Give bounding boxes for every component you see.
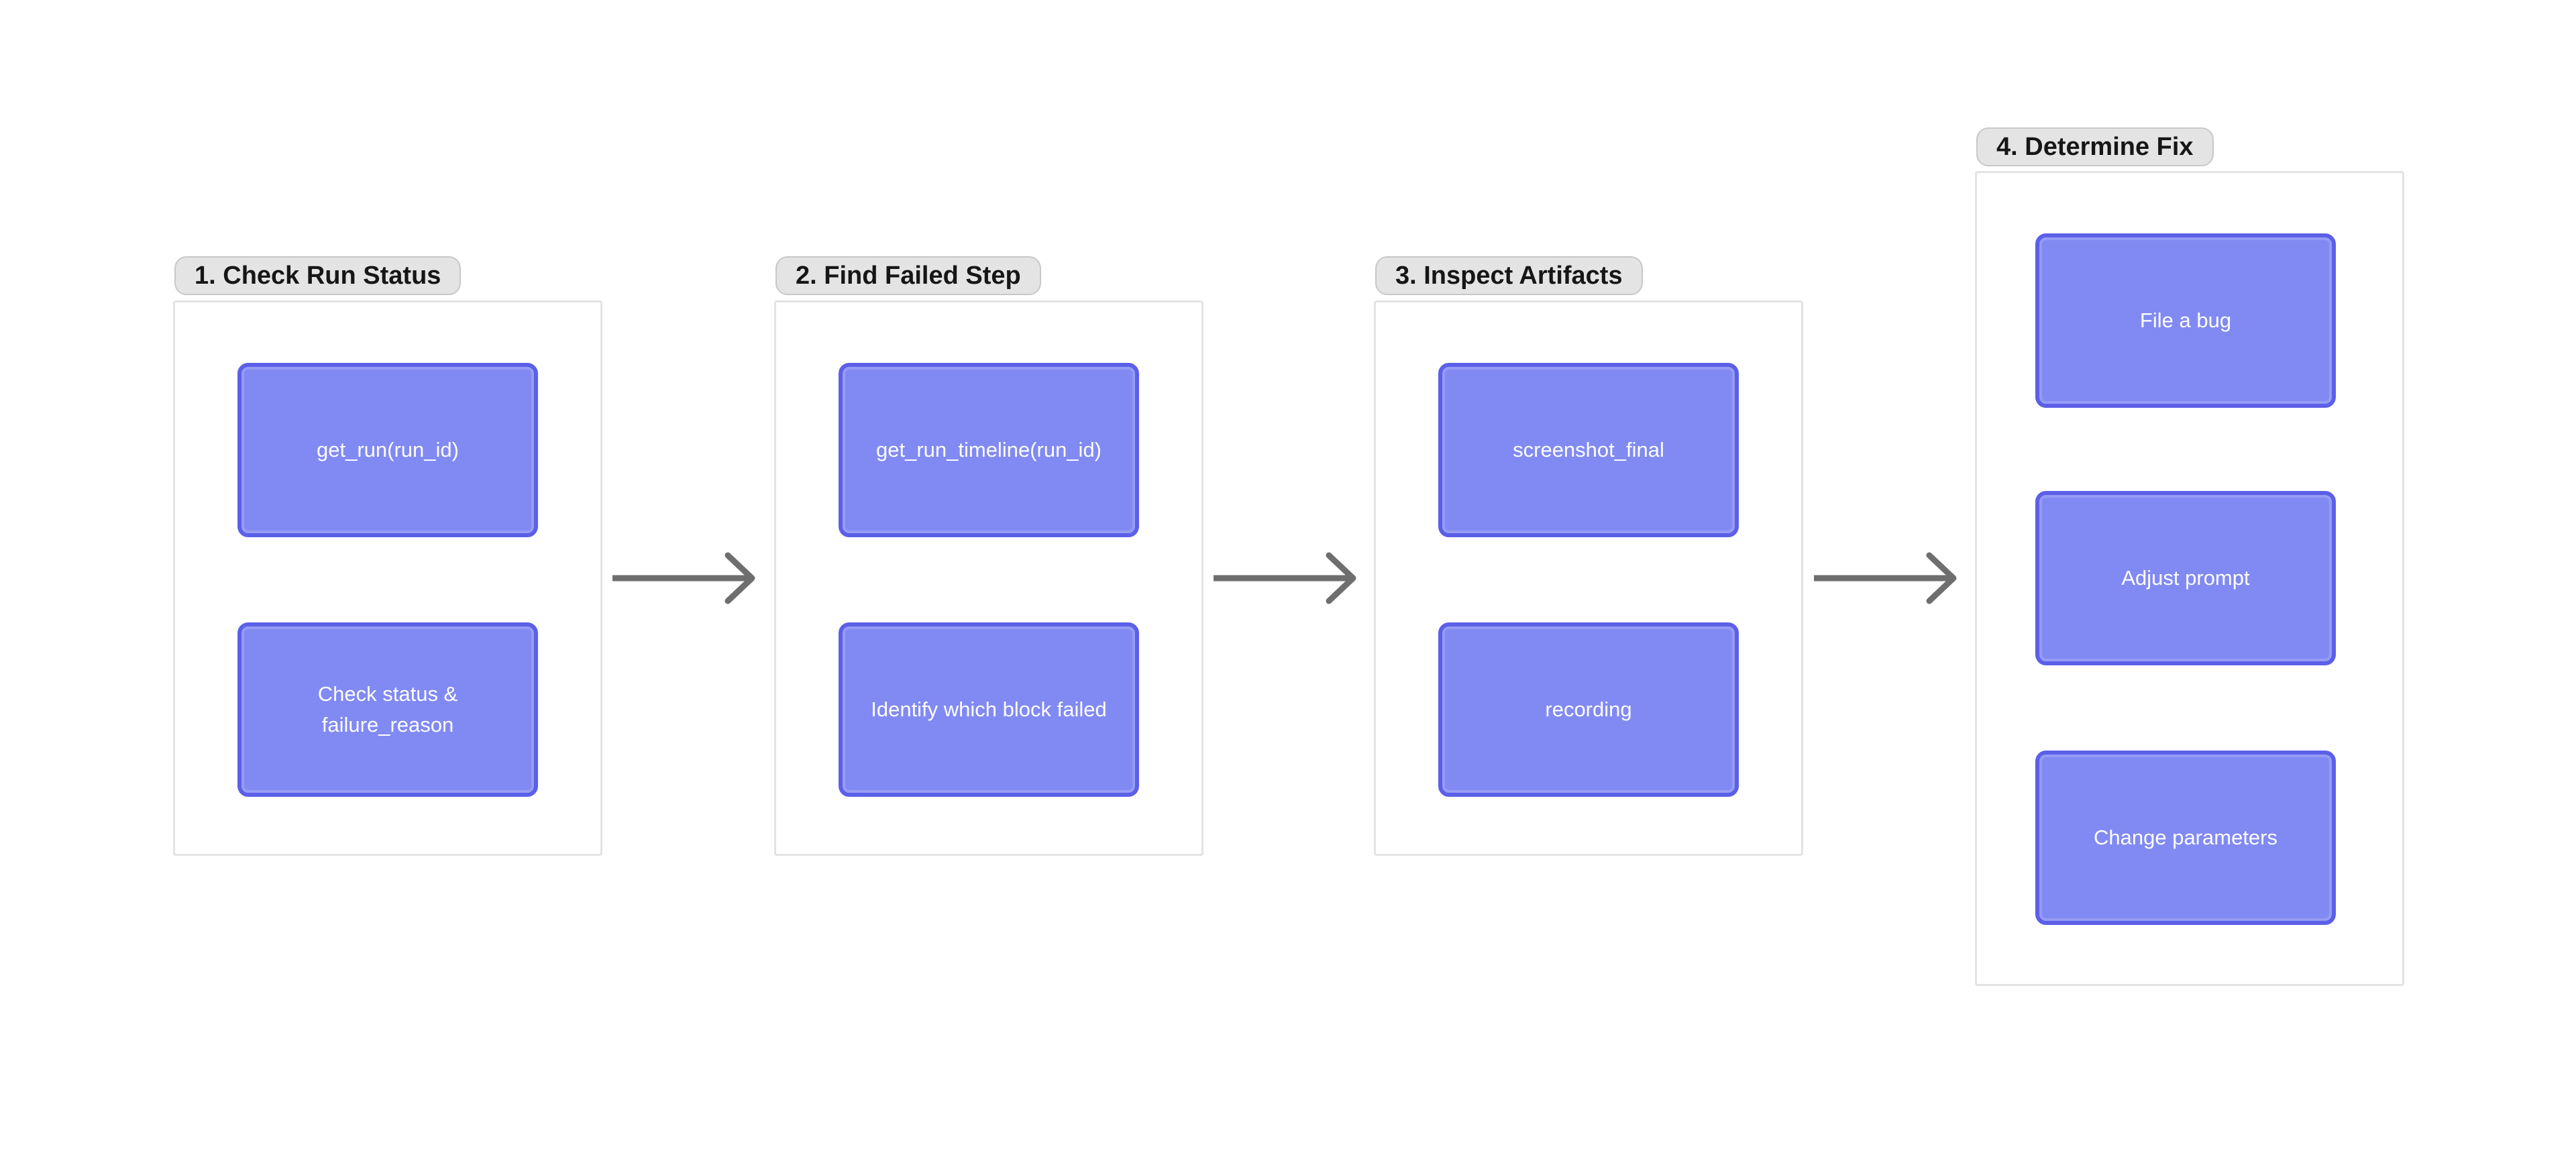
node-label: get_run(run_id)	[317, 438, 459, 461]
group-label-check-run-status: 1. Check Run Status	[174, 256, 462, 295]
node-label: Change parameters	[2094, 826, 2277, 849]
arrow-step3-to-step4	[1811, 545, 1968, 612]
node-label: Adjust prompt	[2121, 566, 2250, 590]
group-label-determine-fix: 4. Determine Fix	[1976, 127, 2214, 166]
node-check-status-failure-reason[interactable]: Check status & failure_reason	[237, 622, 538, 797]
node-label: recording	[1545, 698, 1632, 721]
group-determine-fix: 4. Determine Fix File a bug Adjust promp…	[1975, 127, 2404, 986]
node-get-run-timeline[interactable]: get_run_timeline(run_id)	[839, 363, 1139, 537]
arrow-step2-to-step3	[1211, 545, 1368, 612]
arrow-head-icon	[1926, 552, 1957, 604]
node-screenshot-final[interactable]: screenshot_final	[1438, 363, 1739, 537]
group-check-run-status: 1. Check Run Status get_run(run_id) Chec…	[173, 256, 602, 856]
node-change-parameters[interactable]: Change parameters	[2035, 751, 2336, 925]
arrow-step1-to-step2	[610, 545, 767, 612]
group-label-find-failed-step: 2. Find Failed Step	[775, 256, 1041, 295]
group-find-failed-step: 2. Find Failed Step get_run_timeline(run…	[774, 256, 1203, 856]
node-label: screenshot_final	[1513, 438, 1664, 461]
node-file-a-bug[interactable]: File a bug	[2035, 233, 2336, 408]
node-recording[interactable]: recording	[1438, 622, 1739, 797]
node-identify-failed-block[interactable]: Identify which block failed	[839, 622, 1139, 797]
arrow-head-icon	[1326, 552, 1356, 604]
node-label: get_run_timeline(run_id)	[875, 438, 1102, 461]
arrow-head-icon	[724, 552, 755, 604]
group-inspect-artifacts: 3. Inspect Artifacts screenshot_final re…	[1374, 256, 1803, 856]
node-get-run[interactable]: get_run(run_id)	[237, 363, 538, 537]
node-adjust-prompt[interactable]: Adjust prompt	[2035, 491, 2336, 665]
group-label-inspect-artifacts: 3. Inspect Artifacts	[1375, 256, 1643, 295]
node-label: File a bug	[2139, 309, 2232, 332]
node-label: Check status & failure_reason	[317, 682, 458, 736]
node-label: Identify which block failed	[871, 698, 1107, 721]
